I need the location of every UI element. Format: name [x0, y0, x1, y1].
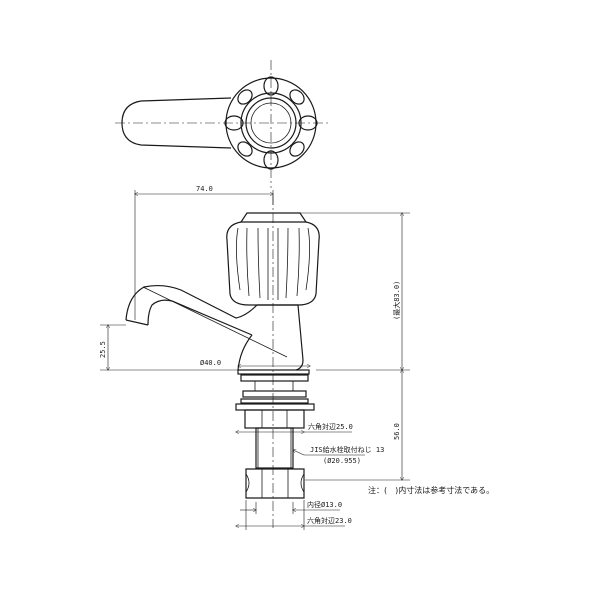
spout-body [125, 284, 304, 371]
dim-base-dia-label: Ø40.0 [200, 359, 221, 367]
top-view [115, 60, 330, 188]
dim-height-max-label: (最大83.0) [392, 281, 401, 320]
dim-inner-dia-label: 内径Ø13.0 [307, 500, 342, 509]
dim-spout-height-label: 25.5 [99, 341, 107, 358]
reference-note: 注：( )内寸法は参考寸法である。 [368, 485, 494, 495]
dim-hex-upper-label: 六角対辺25.0 [308, 422, 353, 431]
handle [226, 212, 320, 306]
dim-thread-label: JIS給水栓取付ねじ 13 [310, 445, 384, 454]
dim-shank-length-label: 56.0 [393, 423, 401, 440]
knob-lobes [224, 76, 318, 170]
dim-thread-dia-label: (Ø20.955) [323, 457, 361, 465]
dim-width-label: 74.0 [196, 185, 213, 193]
front-view [100, 190, 410, 530]
dim-hex-lower-label: 六角対辺23.0 [307, 516, 352, 525]
